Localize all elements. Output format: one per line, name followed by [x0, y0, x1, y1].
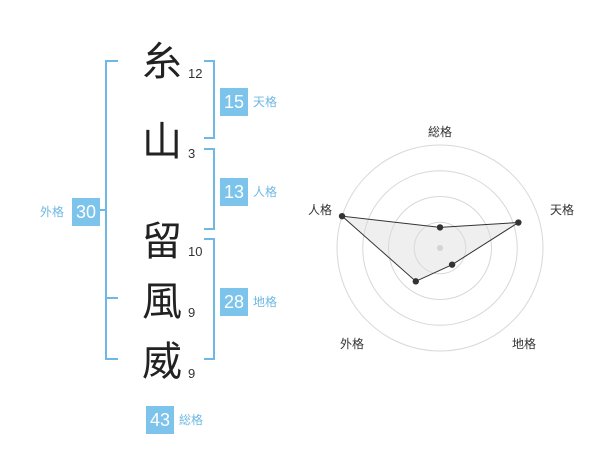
stroke-count-3: 10: [188, 244, 203, 259]
radar-point-4: [412, 278, 419, 285]
radar-point-3: [448, 261, 456, 268]
stroke-count-5: 9: [188, 366, 196, 381]
stroke-count-1: 12: [188, 66, 203, 81]
radar-label-tenkaku: 天格: [549, 203, 574, 217]
radar-label-soukaku: 総格: [427, 125, 452, 139]
radar-center: [437, 245, 443, 251]
radar-point-1: [436, 224, 444, 231]
radar-ring: [362, 170, 518, 326]
name-char-2: 山: [142, 119, 182, 165]
soukaku-value: 43: [146, 406, 174, 434]
radar-ring: [388, 196, 492, 300]
radar-ring: [413, 221, 467, 275]
tenkaku-value: 15: [220, 88, 248, 116]
name-char-1: 糸: [142, 39, 182, 85]
stroke-count-2: 3: [188, 146, 196, 161]
radar-label-chikaku: 地格: [511, 337, 536, 351]
chikaku-value: 28: [220, 288, 248, 316]
jinkaku-value: 13: [220, 178, 248, 206]
radar-series-polygon: [340, 215, 519, 282]
radar-label-jinkaku: 人格: [307, 203, 332, 217]
gaikaku-label: 外格: [40, 205, 65, 219]
tenkaku-label: 天格: [253, 95, 278, 109]
gaikaku-value: 30: [72, 198, 100, 226]
name-char-5: 威: [142, 339, 182, 385]
radar-point-2: [515, 219, 522, 226]
name-char-4: 風: [142, 279, 182, 325]
jinkaku-label: 人格: [253, 185, 278, 199]
chikaku-label: 地格: [253, 295, 278, 309]
radar-point-5: [338, 212, 346, 220]
soukaku-label: 総格: [179, 413, 204, 427]
radar-label-gaikaku: 外格: [339, 337, 364, 351]
stroke-count-4: 9: [188, 305, 196, 320]
radar-ring: [336, 144, 544, 352]
name-char-3: 留: [142, 219, 182, 265]
